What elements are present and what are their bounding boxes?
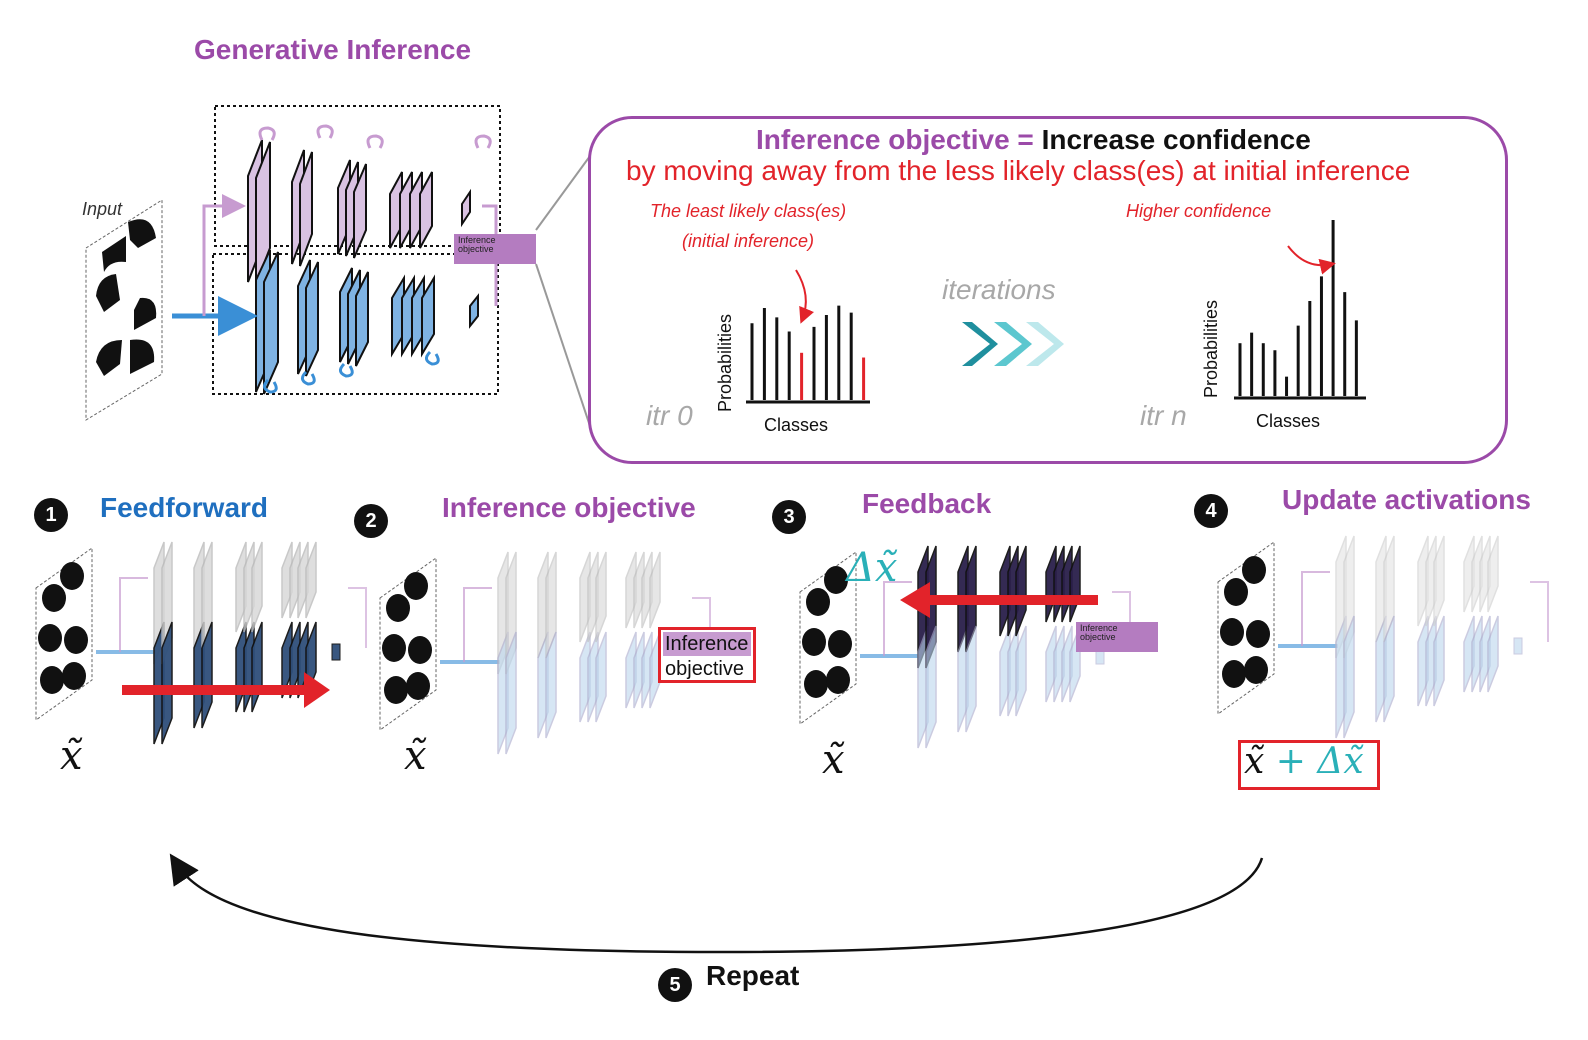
input-label: Input — [82, 199, 123, 219]
step2-objective-fill — [663, 632, 751, 656]
step2-objective-box: Inference objective — [658, 627, 756, 683]
objective-callout — [588, 116, 1508, 464]
step3-objective-line2: objective — [1080, 632, 1116, 643]
objective-heading-purple: Inference objective = — [756, 124, 1034, 155]
x-tilde-step2: x̃ — [404, 733, 427, 779]
step-3-number: 3 — [772, 500, 806, 534]
update-formula: x̃ + Δx̃ — [1244, 744, 1364, 780]
itr0-xlabel: Classes — [764, 415, 829, 435]
pacman-input-icon — [799, 551, 857, 725]
itr0-label: itr 0 — [646, 400, 693, 431]
step-5-number: 5 — [658, 968, 692, 1002]
pacman-input-icon — [1217, 541, 1275, 715]
step-4-network — [1217, 535, 1549, 739]
pacman-input-icon — [85, 199, 163, 421]
step3-objective-line1: Inference — [1080, 623, 1118, 633]
iterations-label: iterations — [942, 274, 1056, 305]
least-likely-note: The least likely class(es) — [650, 201, 847, 221]
step-1-number: 1 — [34, 498, 68, 532]
update-delta-x: Δx̃ — [1317, 741, 1364, 782]
chevron-arrows-icon — [962, 322, 1064, 366]
objective-subheading: by moving away from the less likely clas… — [626, 155, 1411, 186]
mini-objective-line2: objective — [458, 244, 494, 255]
step-4-label: Update activations — [1282, 484, 1531, 515]
feedforward-arrowhead — [304, 672, 330, 708]
higher-confidence-pointer — [1287, 245, 1336, 275]
step2-objective-line1: Inference — [665, 633, 749, 655]
step-3-label: Feedback — [862, 488, 992, 519]
mini-objective-line1: Inference — [458, 235, 496, 245]
initial-inference-note: (initial inference) — [682, 231, 815, 251]
step-2-network — [379, 551, 711, 755]
step-1-network — [35, 541, 367, 745]
itrn-xlabel: Classes — [1256, 411, 1321, 431]
feedback-arrowhead — [900, 582, 930, 618]
step-2-label: Inference objective — [442, 492, 696, 523]
step-1-label: Feedforward — [100, 492, 269, 523]
delta-x-label: Δx̃ — [846, 545, 898, 591]
x-tilde-step3: x̃ — [822, 737, 845, 783]
higher-confidence-note: Higher confidence — [1126, 201, 1272, 221]
objective-heading-black: Increase confidence — [1041, 124, 1311, 155]
chart-itrn — [1234, 220, 1366, 400]
step2-objective-line2: objective — [665, 658, 744, 680]
step-2-number: 2 — [354, 504, 388, 538]
pacman-input-icon — [35, 547, 93, 721]
repeat-arrow-icon — [169, 853, 1264, 954]
update-x-tilde: x̃ — [1244, 741, 1265, 782]
main-network-diagram — [85, 105, 591, 427]
update-plus-delta: + — [1264, 741, 1318, 782]
itr0-ylabel: Probabilities — [715, 313, 735, 412]
objective-heading: Inference objective = Increase confidenc… — [756, 126, 1311, 154]
pacman-input-icon — [379, 557, 437, 731]
step3-objective-box: Inference objective — [1076, 622, 1158, 652]
itrn-ylabel: Probabilities — [1201, 299, 1221, 398]
page-title: Generative Inference — [194, 34, 472, 65]
step-panels — [35, 535, 1549, 755]
least-likely-pointer — [795, 269, 814, 324]
step-4-number: 4 — [1194, 494, 1228, 528]
chart-itr0 — [746, 305, 870, 404]
mini-objective-box: Inference objective — [454, 234, 536, 264]
x-tilde-step1: x̃ — [60, 733, 83, 779]
step-5-label: Repeat — [706, 960, 800, 991]
update-formula-box — [1238, 740, 1380, 790]
itrn-label: itr n — [1140, 400, 1187, 431]
